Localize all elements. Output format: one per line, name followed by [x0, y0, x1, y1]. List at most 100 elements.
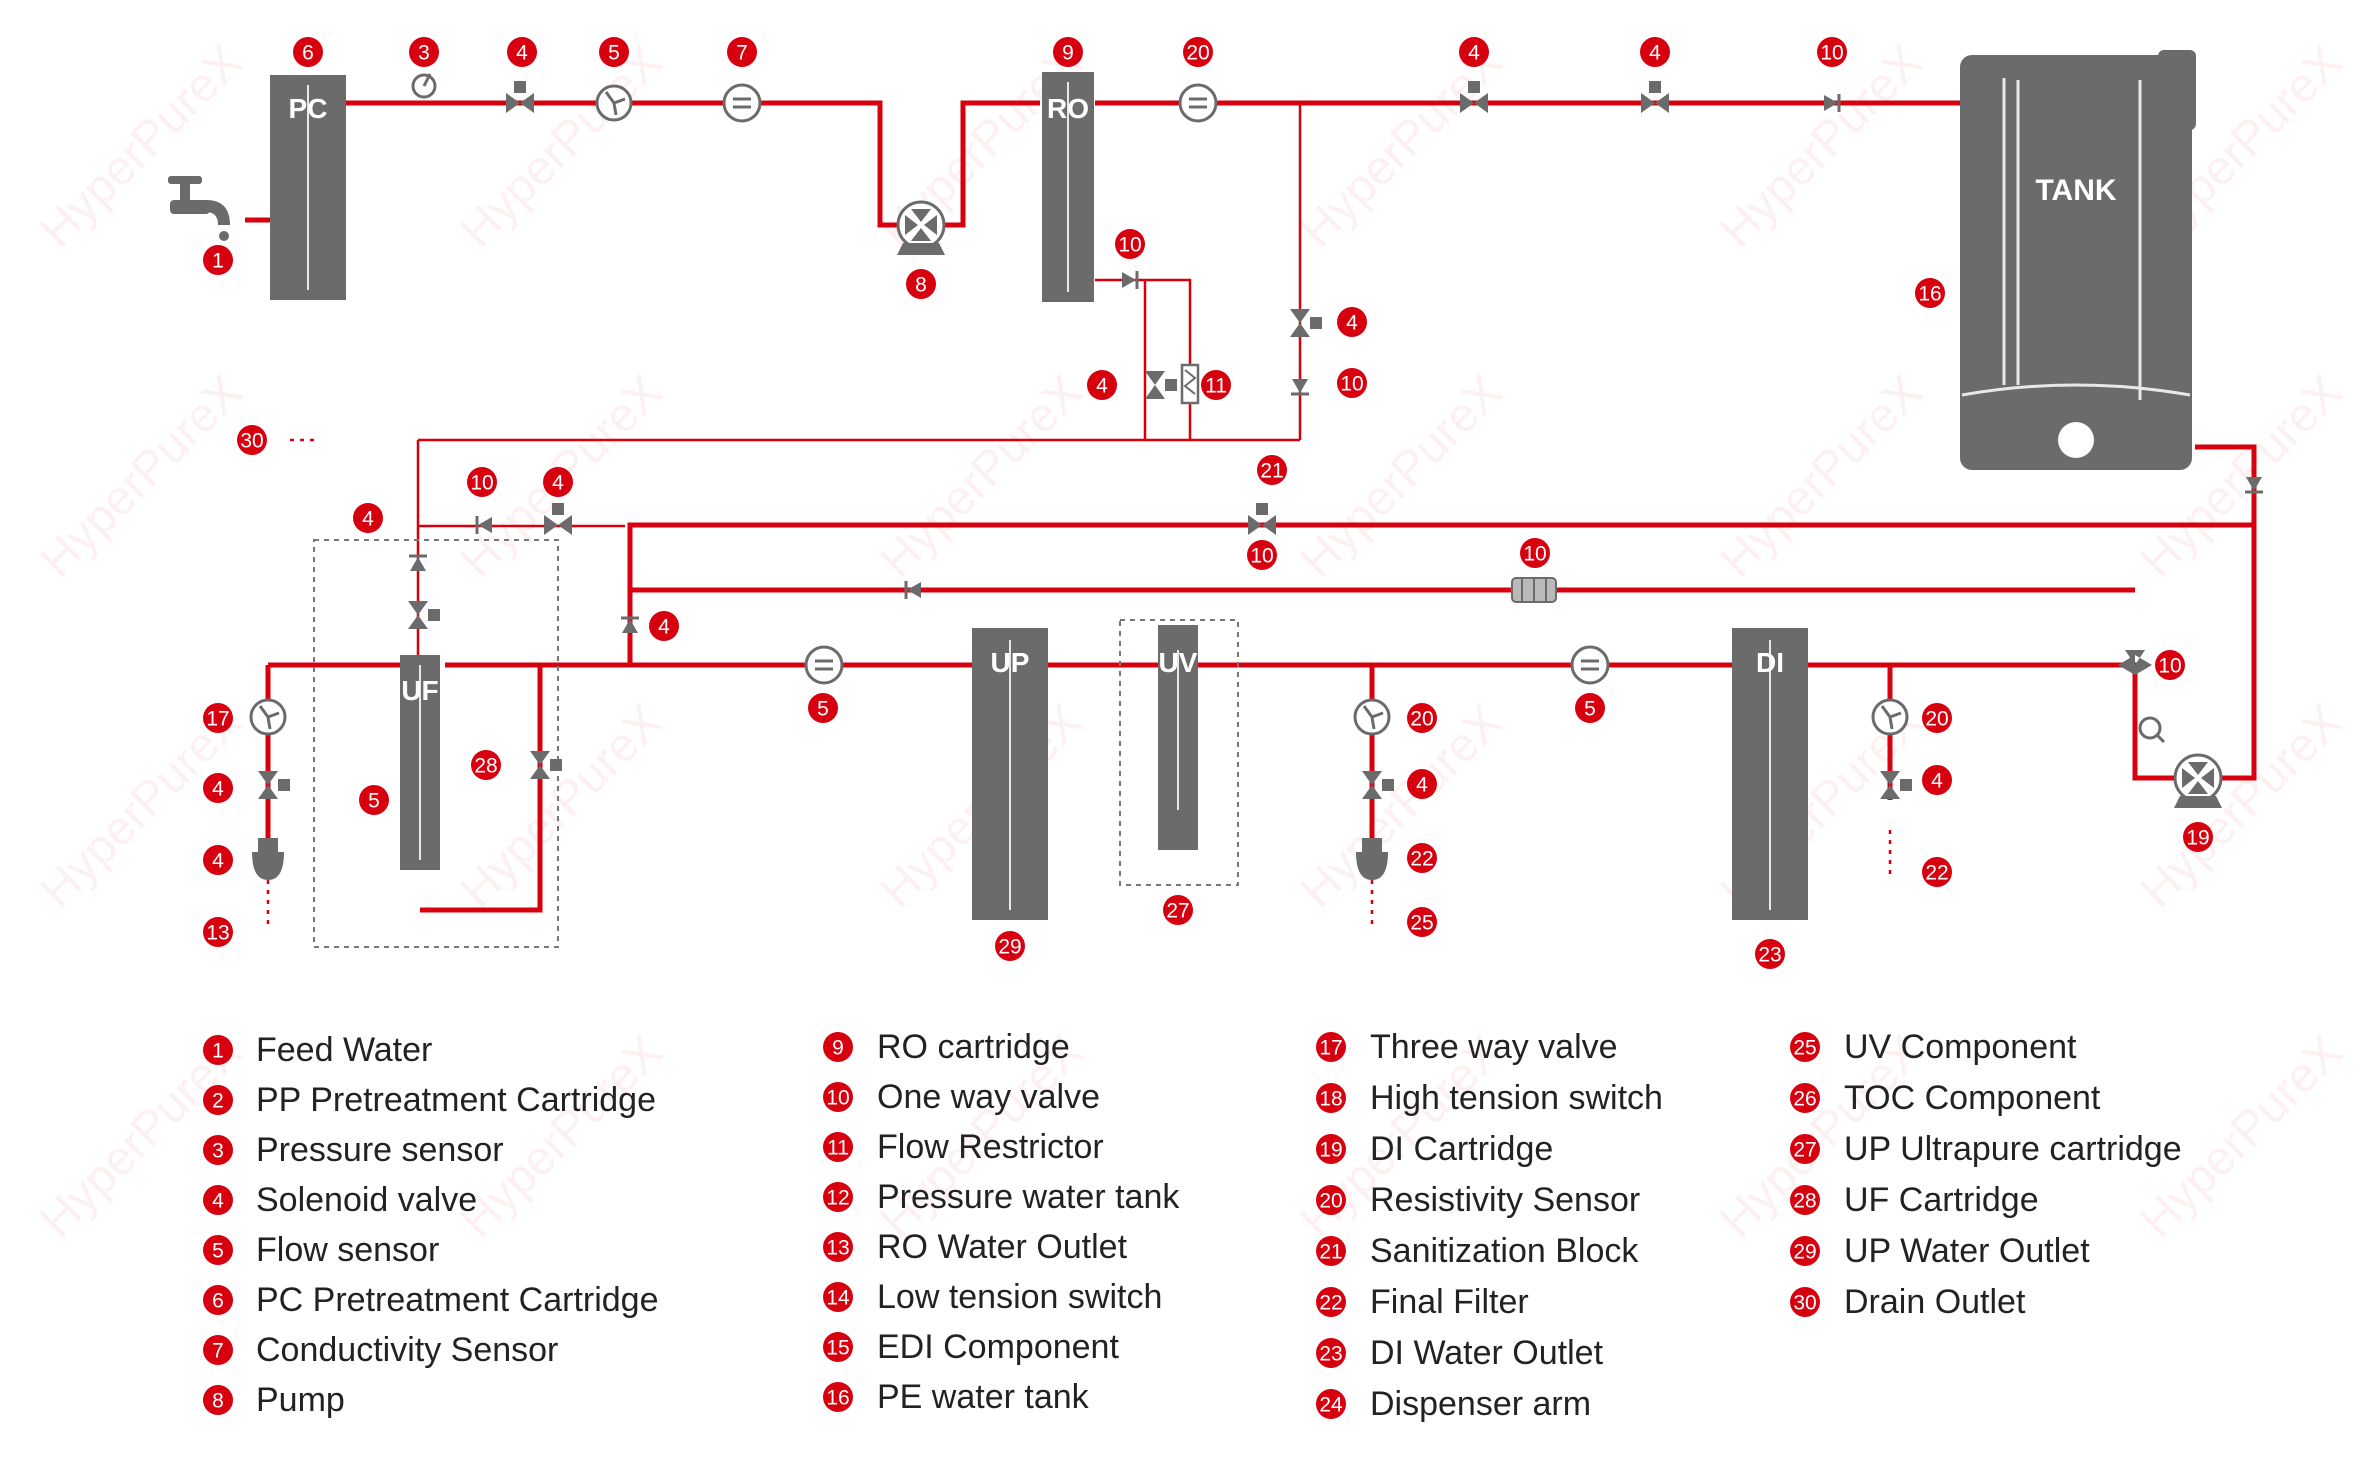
legend-badge	[203, 1285, 233, 1315]
legend-label: PE water tank	[877, 1378, 1090, 1416]
resistivity-sensor-icon	[722, 83, 762, 123]
flow-sensor-icon	[249, 698, 287, 736]
badge-number: 8	[915, 274, 927, 297]
number-badge: 13	[203, 917, 233, 947]
legend-badge	[1790, 1236, 1820, 1266]
solenoid-valve-icon	[1290, 309, 1322, 337]
flow-sensor-icon	[1353, 698, 1391, 736]
legend-badge	[1790, 1287, 1820, 1317]
ro-cartridge: RO	[1042, 72, 1094, 302]
badge-number: 10	[1250, 545, 1273, 568]
legend-label: Pressure sensor	[256, 1131, 504, 1169]
number-badge: 4	[203, 845, 233, 875]
legend-number: 11	[827, 1137, 849, 1160]
legend-label: Final Filter	[1370, 1283, 1529, 1321]
number-badge: 19	[2183, 822, 2213, 852]
legend-label: EDI Component	[877, 1328, 1119, 1366]
legend-label: Three way valve	[1370, 1028, 1618, 1066]
legend-item: 24 Dispenser arm	[1316, 1385, 1591, 1423]
legend-badge	[1316, 1185, 1346, 1215]
watermark-text: HyperPureX	[2130, 695, 2352, 917]
legend-badge	[823, 1232, 853, 1262]
number-badge: 17	[203, 703, 233, 733]
legend-label: Pressure water tank	[877, 1178, 1180, 1216]
solenoid-valve-icon	[1641, 81, 1669, 113]
one-way-valve-icon	[2245, 477, 2263, 494]
badge-number: 4	[362, 508, 374, 531]
badge-number: 4	[658, 616, 670, 639]
badge-number: 28	[474, 755, 497, 778]
badge-number: 27	[1166, 900, 1189, 923]
legend-number: 26	[1793, 1088, 1816, 1111]
legend-label: Flow Restrictor	[877, 1128, 1104, 1166]
legend-badge	[1316, 1032, 1346, 1062]
solenoid-valve-icon	[1145, 371, 1177, 399]
legend-badge	[1316, 1338, 1346, 1368]
flow-restrictor-icon	[1180, 363, 1200, 405]
legend-label: DI Water Outlet	[1370, 1334, 1604, 1372]
one-way-valve-icon	[621, 616, 639, 633]
number-badge: 4	[1459, 37, 1489, 67]
number-badge: 4	[203, 773, 233, 803]
legend-label: PC Pretreatment Cartridge	[256, 1281, 659, 1319]
badge-number: 4	[1931, 770, 1943, 793]
watermark-text: HyperPureX	[1290, 35, 1512, 257]
number-badge: 27	[1163, 895, 1193, 925]
legend-label: Flow sensor	[256, 1231, 439, 1269]
legend-label: RO cartridge	[877, 1028, 1070, 1066]
flow-sensor-icon	[1871, 698, 1909, 736]
number-badge: 10	[467, 467, 497, 497]
solenoid-valves	[258, 81, 1912, 799]
legend-label: Dispenser arm	[1370, 1385, 1591, 1423]
solenoid-valve-icon	[544, 503, 572, 535]
solenoid-valve-icon	[506, 81, 534, 113]
badge-number: 22	[1410, 848, 1433, 871]
legend-label: UP Ultrapure cartridge	[1844, 1130, 2182, 1168]
number-badge: 22	[1922, 857, 1952, 887]
solenoid-valve-icon	[1460, 81, 1488, 113]
legend-number: 13	[826, 1237, 849, 1260]
sanitization-block-icon	[1511, 577, 1557, 603]
legend-label: UP Water Outlet	[1844, 1232, 2090, 1270]
one-way-valve-icon	[1824, 94, 1841, 112]
legend-badge	[823, 1082, 853, 1112]
number-badge: 5	[808, 693, 838, 723]
legend-label: High tension switch	[1370, 1079, 1663, 1117]
up-label: UP	[991, 647, 1030, 678]
legend-label: Feed Water	[256, 1031, 432, 1069]
badge-number: 10	[2158, 655, 2181, 678]
number-badge: 4	[649, 611, 679, 641]
number-badge: 1	[203, 245, 233, 275]
number-badge: 7	[727, 37, 757, 67]
legend-number: 21	[1319, 1241, 1342, 1264]
resistivity-sensor-icon	[1178, 83, 1218, 123]
resistivity-sensor-icon	[804, 645, 844, 685]
legend-badge	[1790, 1185, 1820, 1215]
badge-number: 19	[2186, 827, 2209, 850]
badge-number: 4	[552, 472, 564, 495]
legend-label: Pump	[256, 1381, 345, 1419]
number-badge: 10	[1337, 368, 1367, 398]
number-badge: 10	[1817, 37, 1847, 67]
legend-badge	[823, 1182, 853, 1212]
legend-number: 24	[1319, 1394, 1343, 1417]
badge-number: 5	[817, 698, 829, 721]
faucet-icon	[168, 176, 230, 241]
badge-number: 4	[1096, 375, 1108, 398]
badge-number: 30	[240, 430, 263, 453]
badge-number: 23	[1758, 944, 1781, 967]
